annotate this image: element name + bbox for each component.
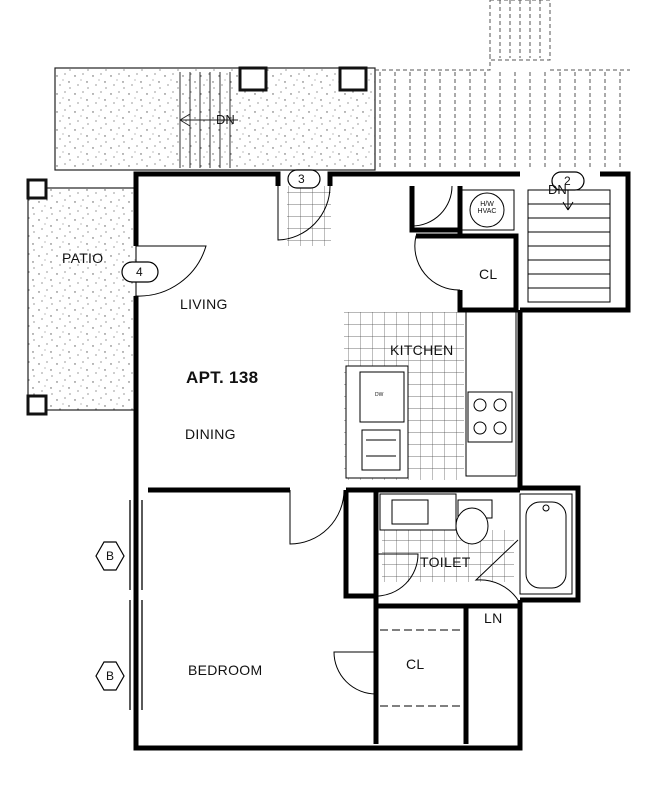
- linen-door: [474, 539, 519, 601]
- window-b-upper-label: B: [106, 549, 115, 563]
- window-b-upper-marker: [95, 541, 125, 571]
- water-heater-label-top: H/W: [480, 201, 494, 208]
- door-2-marker: [551, 171, 585, 191]
- doors: [135, 185, 519, 695]
- toilet-label: TOILET: [420, 554, 471, 570]
- bedroom-door: [289, 489, 345, 545]
- upper-walkway: [54, 66, 376, 171]
- door-3-number: 3: [298, 172, 305, 186]
- dashed-upper-structure: [375, 0, 630, 170]
- bedroom-closet-label: CL: [406, 656, 425, 672]
- toilet-tile: [382, 530, 514, 582]
- kitchen-fixtures: [345, 311, 517, 479]
- bedroom-label: BEDROOM: [188, 662, 263, 678]
- dishwasher-label: DW: [375, 392, 384, 398]
- door-4-number: 4: [136, 265, 143, 279]
- right-stairwell: [527, 189, 611, 303]
- windows: [129, 500, 143, 710]
- door-2-number: 2: [564, 174, 571, 188]
- patio: [26, 178, 137, 416]
- door-3-marker: [287, 169, 321, 189]
- entry-tile: [287, 186, 331, 246]
- window-b-lower-marker: [95, 661, 125, 691]
- bedroom-closet: [380, 629, 462, 707]
- apartment-label: APT. 138: [186, 368, 259, 387]
- closet-door: [414, 235, 461, 291]
- dining-label: DINING: [185, 426, 236, 442]
- bedroom-closet-door: [333, 651, 377, 695]
- stair-down-left-label: DN: [216, 112, 235, 127]
- water-heater-label-bottom: HVAC: [477, 208, 497, 215]
- bath-door: [375, 553, 419, 597]
- linen-closet-label: LN: [484, 610, 503, 626]
- kitchen-label: KITCHEN: [390, 342, 454, 358]
- living-label: LIVING: [180, 296, 228, 312]
- water-heater-hvac: [461, 189, 515, 231]
- patio-door: [135, 245, 207, 297]
- door-4-marker: [121, 261, 159, 283]
- entry-door: [277, 185, 331, 241]
- utility-door: [411, 185, 453, 227]
- patio-label: PATIO: [62, 250, 104, 266]
- window-b-lower-label: B: [106, 669, 115, 683]
- closet-label: CL: [479, 266, 498, 282]
- bath-fixtures: [379, 493, 573, 595]
- marker-shapes: [95, 169, 585, 691]
- stair-down-right-label: DN: [548, 182, 567, 197]
